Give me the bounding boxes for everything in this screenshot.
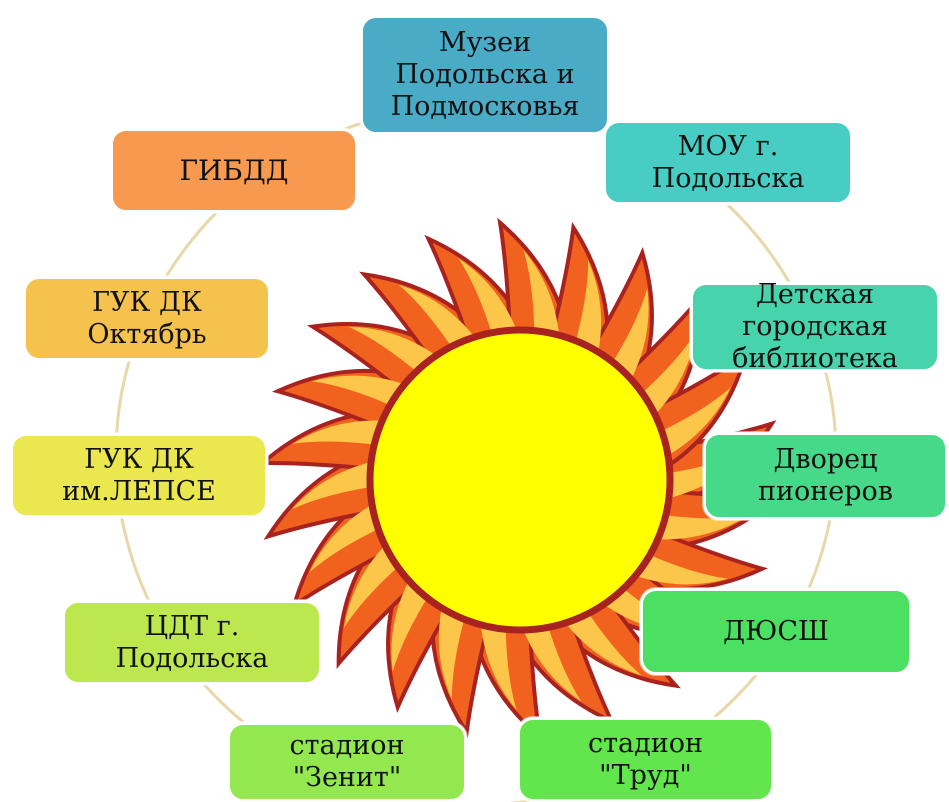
- sun-ray-highlight: [653, 387, 731, 461]
- sun-ray-highlight: [312, 375, 414, 409]
- sun-ray-highlight: [480, 614, 517, 710]
- node-stadium-zenit: стадион "Зенит": [227, 722, 467, 802]
- node-stadium-trud: стадион "Труд": [517, 717, 774, 802]
- node-pioneers-palace: Дворец пионеров: [703, 432, 948, 520]
- sun-ray-highlight: [626, 551, 728, 585]
- node-mou-podolsk: МОУ г. Подольска: [603, 120, 853, 205]
- node-dyussh: ДЮСШ: [640, 588, 912, 675]
- sun-ray-highlight: [309, 499, 387, 573]
- node-children-library: Детская городская библиотека: [690, 279, 940, 374]
- sun-core: [366, 326, 674, 634]
- node-guk-dk-lepse: ГУК ДК им.ЛЕПСЕ: [10, 433, 268, 518]
- node-cdt-podolsk: ЦДТ г. Подольска: [62, 600, 322, 685]
- sun-ray-highlight: [458, 258, 521, 342]
- sun-ray-highlight: [559, 605, 642, 676]
- sun-ray-highlight: [438, 598, 467, 700]
- sun-ray-highlight: [647, 514, 748, 540]
- sun-ray-highlight: [291, 459, 381, 510]
- sun-ray-highlight: [292, 420, 393, 446]
- node-museums: Музеи Подольска и Подмосковья: [360, 15, 610, 135]
- sun-ray-highlight: [523, 250, 560, 346]
- sun-ray-highlight: [573, 260, 602, 362]
- node-gibdd: ГИБДД: [110, 128, 358, 213]
- node-guk-dk-oktyabr: ГУК ДК Октябрь: [23, 276, 271, 361]
- sun-ray-highlight: [519, 618, 582, 702]
- sun-ray-highlight: [398, 284, 481, 355]
